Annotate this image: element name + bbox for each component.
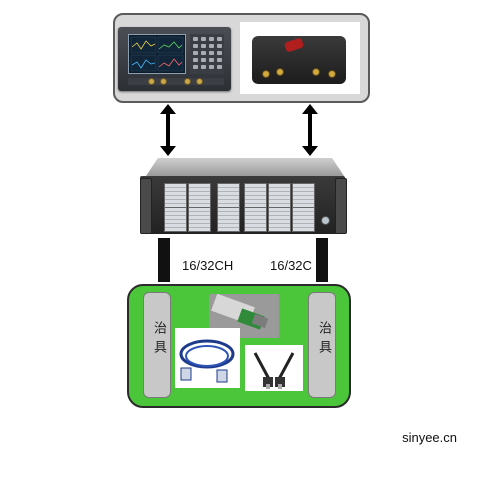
ethernet-cable-icon: [179, 339, 235, 383]
port-icon: [148, 78, 155, 85]
connector-icon: [312, 68, 320, 76]
arrow-down-icon: [160, 146, 176, 156]
port-icon: [184, 78, 191, 85]
jig-left: 治具: [143, 292, 171, 398]
vna-port-strip: [128, 78, 224, 85]
ethernet-cable-photo: [175, 328, 240, 388]
cable-bundle-right: [316, 238, 328, 282]
jig-right: 治具: [308, 292, 336, 398]
usb-c-cable-icon: [253, 352, 295, 389]
channel-label-right: 16/32C: [270, 258, 312, 273]
rack-handle: [335, 178, 347, 234]
connector-icon: [328, 70, 336, 78]
cable-bundle-left: [158, 238, 170, 282]
arrow-shaft: [166, 113, 170, 147]
arrow-up-icon: [160, 104, 176, 114]
vna-screen: [128, 34, 186, 74]
jig-left-label: 治具: [151, 321, 166, 359]
vna-trace-graphic: [130, 36, 184, 72]
port-icon: [160, 78, 167, 85]
rack-handle: [140, 178, 152, 234]
switch-connector-icon: [321, 216, 330, 225]
connector-icon: [276, 68, 284, 76]
arrow-shaft: [308, 113, 312, 147]
arrow-up-icon: [302, 104, 318, 114]
port-icon: [196, 78, 203, 85]
arrow-down-icon: [302, 146, 318, 156]
connector-icon: [262, 70, 270, 78]
channel-label-left: 16/32CH: [182, 258, 234, 273]
vna-keypad: [190, 34, 224, 74]
switch-chassis-top: [146, 158, 344, 176]
rf-switch-chassis: [140, 176, 345, 234]
site-watermark: sinyee.cn: [402, 430, 457, 445]
jig-right-label: 治具: [316, 321, 331, 359]
usb-c-cable-photo: [245, 345, 303, 391]
